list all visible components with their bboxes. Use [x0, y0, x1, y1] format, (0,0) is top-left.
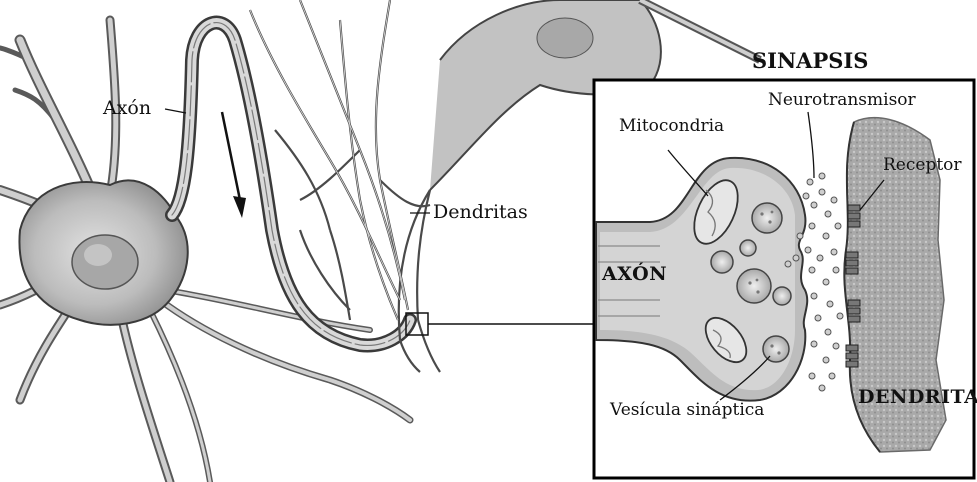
label-axon: Axón: [103, 97, 151, 119]
label-dendrite-caps: DENDRITA: [858, 386, 977, 408]
label-dendrites: Dendritas: [433, 201, 528, 223]
label-receptor: Receptor: [883, 155, 962, 175]
axon-leader-line: [165, 109, 186, 113]
signal-direction-arrow: [222, 112, 246, 218]
label-neurotransmitter: Neurotransmisor: [768, 90, 916, 110]
left-neuron: [0, 20, 410, 482]
label-synaptic-vesicle: Vesícula sináptica: [610, 400, 764, 420]
label-synapse-title: SINAPSIS: [752, 48, 868, 73]
label-axon-caps: AXÓN: [602, 263, 667, 285]
label-mitochondria: Mitocondria: [619, 116, 724, 136]
